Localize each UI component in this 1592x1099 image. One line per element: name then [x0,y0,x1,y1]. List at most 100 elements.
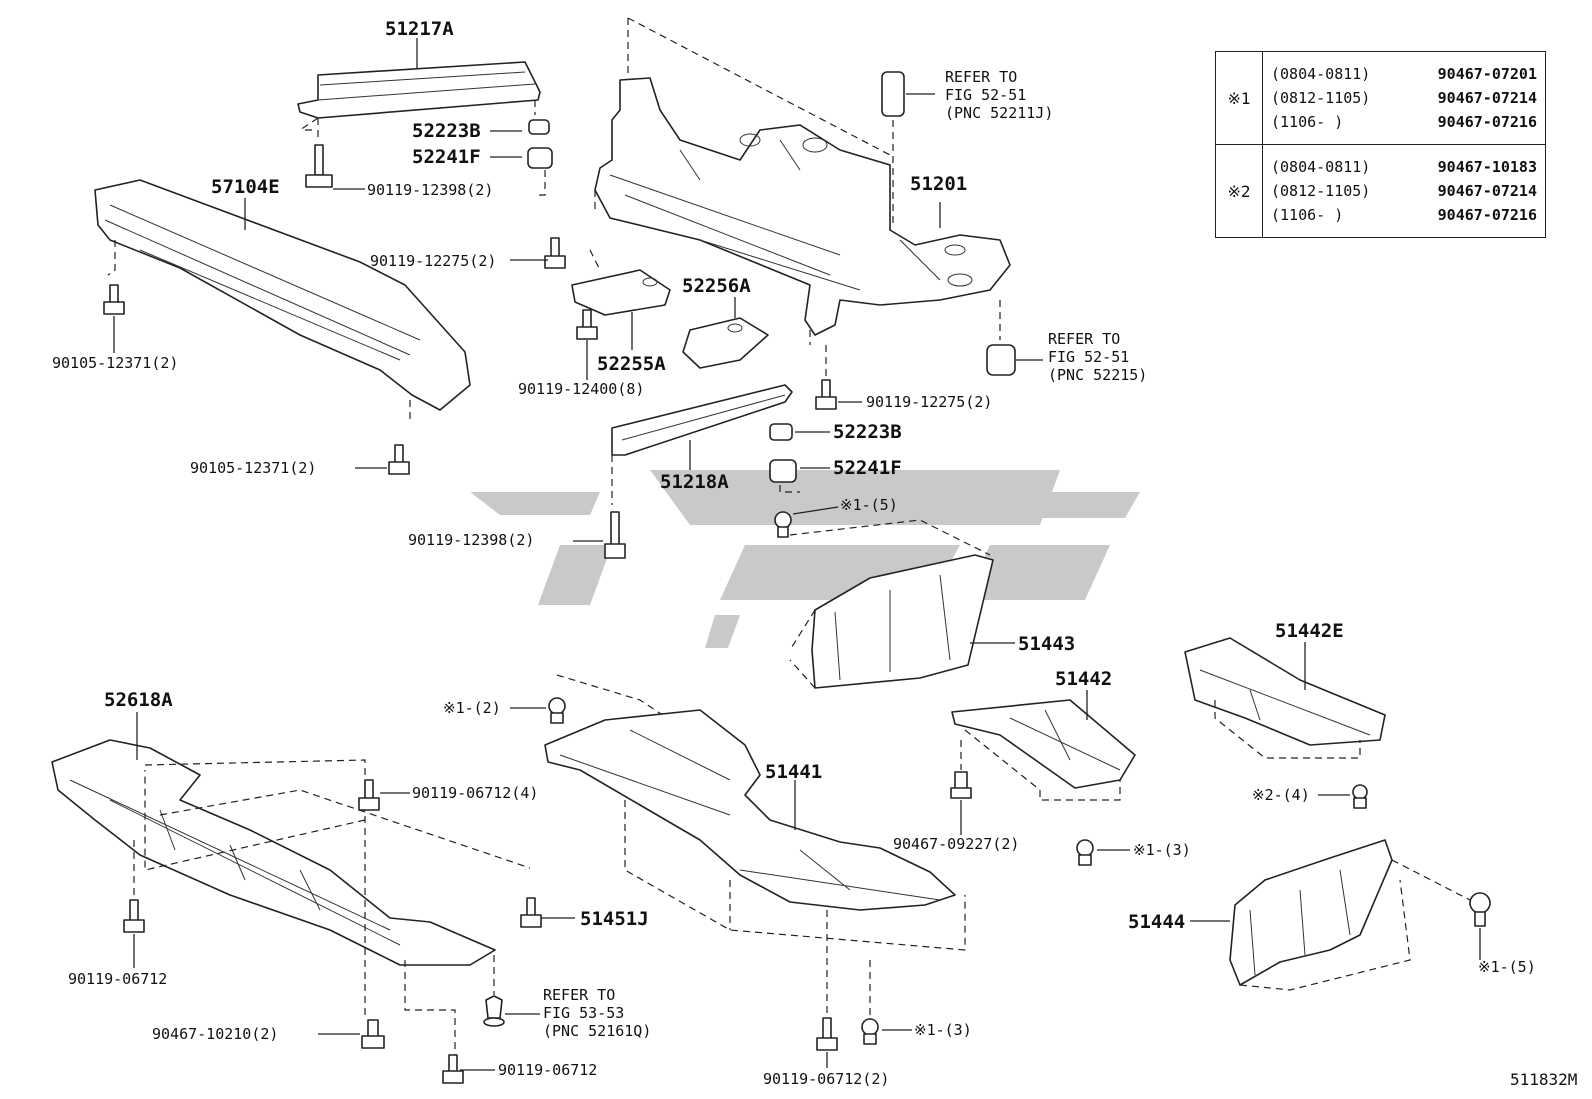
table-row: ※1 (0804-0811) 90467-07201 (0812-1105) 9… [1215,51,1546,145]
label-refer3-line1: REFER TO [543,986,615,1004]
bolt-90105-12371-left [103,284,125,315]
bolt-90119-06712-2 [816,1017,838,1051]
label-90105-12371-a: 90105-12371(2) [52,354,178,372]
label-90105-12371-b: 90105-12371(2) [190,459,316,477]
label-90119-06712-bottom: 90119-06712 [498,1061,597,1079]
table-mark-2: ※2 [1215,144,1263,238]
label-52223b-mid: 52223B [833,421,902,443]
table-mark-1: ※1 [1215,51,1263,145]
nut-m2-4 [1352,784,1368,809]
label-m1-3-right: ※1-(3) [1133,841,1191,859]
table-cell-lines: (0804-0811) 90467-07201 (0812-1105) 9046… [1262,51,1546,145]
bolt-90119-06712-4 [358,779,380,811]
label-51451j: 51451J [580,908,649,930]
range-text: (1106- ) [1271,113,1344,131]
label-51443: 51443 [1018,633,1075,655]
part-number: 90467-07201 [1437,65,1537,83]
label-refer3-line2: FIG 53-53 [543,1004,624,1022]
part-52618a-front-cover [51,739,531,1055]
clip-52161q [483,995,505,1027]
part-number: 90467-07214 [1437,182,1537,200]
bolt-90119-06712-single [123,899,145,933]
label-51441: 51441 [765,761,822,783]
label-52255a: 52255A [597,353,666,375]
label-90119-12275-left: 90119-12275(2) [370,252,496,270]
table-line: (0812-1105) 90467-07214 [1271,179,1537,203]
part-52256a-plate [682,317,769,369]
label-90119-06712-single: 90119-06712 [68,970,167,988]
part-bushing-52211j [881,71,905,117]
bolt-90119-06712-bottom [442,1054,464,1084]
label-refer1-line3: (PNC 52211J) [945,104,1053,122]
label-90119-12400: 90119-12400(8) [518,380,644,398]
label-51444: 51444 [1128,911,1185,933]
table-line: (0804-0811) 90467-10183 [1271,155,1537,179]
bolt-90119-12400 [576,309,598,340]
range-text: (1106- ) [1271,206,1344,224]
bolt-90467-10210 [361,1019,385,1049]
label-90467-10210: 90467-10210(2) [152,1025,278,1043]
label-m2-4: ※2-(4) [1252,786,1310,804]
part-number: 90467-07216 [1437,206,1537,224]
part-52223b-top [528,119,550,135]
label-m1-2: ※1-(2) [443,699,501,717]
label-51218a: 51218A [660,471,729,493]
label-90467-09227: 90467-09227(2) [893,835,1019,853]
label-52618a: 52618A [104,689,173,711]
part-51442-cover [951,699,1136,801]
label-52241f-top: 52241F [412,146,481,168]
watermark-logo [470,470,1140,648]
label-51442: 51442 [1055,668,1112,690]
range-text: (0812-1105) [1271,89,1371,107]
label-refer2-line1: REFER TO [1048,330,1120,348]
label-90119-06712-2: 90119-06712(2) [763,1070,889,1088]
part-51443-cover [789,554,994,689]
part-51201-subframe [594,17,1011,345]
part-52223b-mid [769,423,793,441]
part-52241f-top [527,147,553,169]
clip-90467-09227 [950,771,972,799]
bolt-90119-12398-mid [604,511,626,559]
part-51442e-cover [1184,637,1386,759]
bolt-51451j [520,897,542,928]
table-cell-lines: (0804-0811) 90467-10183 (0812-1105) 9046… [1262,144,1546,238]
bolt-90119-12275-right [815,379,837,410]
table-line: (0804-0811) 90467-07201 [1271,62,1537,86]
part-bushing-52215 [986,344,1016,376]
clip-m1-3-right [1076,839,1094,866]
label-m1-5-top: ※1-(5) [840,496,898,514]
label-52256a: 52256A [682,275,751,297]
range-text: (0812-1105) [1271,182,1371,200]
label-refer1-line2: FIG 52-51 [945,86,1026,104]
label-refer2-line2: FIG 52-51 [1048,348,1129,366]
label-51442e: 51442E [1275,620,1344,642]
part-51444-cover [1229,839,1471,991]
part-57104e-crossmember [94,179,471,420]
clip-m1-3-bottom [861,1018,879,1045]
label-90119-12398-top: 90119-12398(2) [367,181,493,199]
table-row: ※2 (0804-0811) 90467-10183 (0812-1105) 9… [1215,144,1546,238]
part-51441-undercover [544,709,966,951]
range-text: (0804-0811) [1271,158,1371,176]
table-line: (1106- ) 90467-07216 [1271,110,1537,134]
bolt-90105-12371-right [388,444,410,475]
label-refer1-line1: REFER TO [945,68,1017,86]
part-number: 90467-07216 [1437,113,1537,131]
part-number: 90467-07214 [1437,89,1537,107]
clip-m1-5-top [774,511,792,538]
label-90119-12398-mid: 90119-12398(2) [408,531,534,549]
label-52241f-mid: 52241F [833,457,902,479]
bolt-90119-12398-top [305,144,333,188]
part-number: 90467-10183 [1437,158,1537,176]
label-51217a: 51217A [385,18,454,40]
substitution-table: ※1 (0804-0811) 90467-07201 (0812-1105) 9… [1215,51,1546,238]
label-m1-3-bottom: ※1-(3) [914,1021,972,1039]
part-52255a-plate [571,249,671,316]
bolt-90119-12275-left [544,237,566,269]
part-51218a-bracket [611,384,793,505]
label-51201: 51201 [910,173,967,195]
label-90119-06712-4: 90119-06712(4) [412,784,538,802]
catalog-code: 511832M [1510,1070,1578,1089]
label-52223b-top: 52223B [412,120,481,142]
bolt-m1-5-bottom [1469,892,1491,927]
